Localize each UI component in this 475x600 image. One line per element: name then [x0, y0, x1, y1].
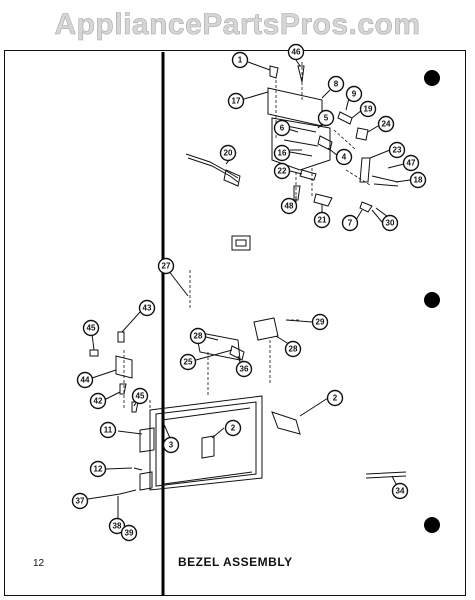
callout-48: 48	[280, 197, 298, 215]
svg-text:22: 22	[278, 167, 287, 176]
mounting-clip	[231, 235, 251, 251]
callout-19: 19	[359, 100, 377, 118]
callout-6: 6	[273, 119, 291, 137]
svg-text:45: 45	[87, 324, 96, 333]
svg-text:8: 8	[334, 80, 339, 89]
svg-text:20: 20	[224, 149, 233, 158]
svg-text:25: 25	[184, 358, 193, 367]
svg-text:43: 43	[143, 304, 152, 313]
callout-34: 34	[391, 482, 409, 500]
svg-text:24: 24	[382, 120, 391, 129]
watermark-logo: AppliancePartsPros.com	[54, 8, 421, 42]
svg-text:12: 12	[94, 465, 103, 474]
callout-1: 1	[231, 51, 249, 69]
svg-text:30: 30	[386, 219, 395, 228]
callout-39: 39	[120, 524, 138, 542]
svg-text:17: 17	[232, 97, 241, 106]
callout-46: 46	[287, 43, 305, 61]
bezel-hinge-assembly	[89, 270, 300, 440]
callout-37: 37	[71, 492, 89, 510]
binder-hole-bottom	[424, 517, 440, 533]
callout-27: 27	[157, 257, 175, 275]
svg-text:28: 28	[289, 345, 298, 354]
svg-text:2: 2	[333, 394, 338, 403]
callout-8: 8	[327, 75, 345, 93]
svg-text:27: 27	[162, 262, 171, 271]
svg-text:23: 23	[393, 146, 402, 155]
callout-16: 16	[273, 144, 291, 162]
svg-text:28: 28	[194, 332, 203, 341]
svg-text:45: 45	[136, 392, 145, 401]
page-number: 12	[33, 558, 45, 569]
callout-45-upper: 45	[82, 319, 100, 337]
svg-text:29: 29	[316, 318, 325, 327]
callout-42: 42	[89, 392, 107, 410]
callout-11: 11	[99, 421, 117, 439]
svg-text:18: 18	[414, 176, 423, 185]
callout-5: 5	[317, 109, 335, 127]
callout-25: 25	[179, 353, 197, 371]
callout-22: 22	[273, 162, 291, 180]
svg-text:6: 6	[280, 124, 285, 133]
callout-23: 23	[388, 141, 406, 159]
svg-text:38: 38	[113, 522, 122, 531]
svg-text:39: 39	[125, 529, 134, 538]
bezel-frame	[119, 395, 301, 495]
callout-7: 7	[341, 214, 359, 232]
binder-hole-top	[424, 70, 440, 86]
callout-21: 21	[313, 211, 331, 229]
callout-28-right: 28	[284, 340, 302, 358]
callout-36: 36	[235, 360, 253, 378]
callout-2-center: 2	[224, 419, 242, 437]
trim-strip-34	[365, 471, 407, 479]
callout-9: 9	[345, 85, 363, 103]
svg-text:37: 37	[76, 497, 85, 506]
callout-30: 30	[381, 214, 399, 232]
svg-text:16: 16	[278, 149, 287, 158]
svg-text:34: 34	[396, 487, 405, 496]
callout-43: 43	[138, 299, 156, 317]
svg-text:48: 48	[285, 202, 294, 211]
svg-text:7: 7	[348, 219, 353, 228]
callout-29: 29	[311, 313, 329, 331]
svg-text:21: 21	[318, 216, 327, 225]
callout-17: 17	[227, 92, 245, 110]
svg-text:42: 42	[94, 397, 103, 406]
callout-47: 47	[402, 154, 420, 172]
svg-text:44: 44	[81, 376, 90, 385]
wire-harness-20	[185, 153, 241, 187]
binder-hole-middle	[424, 292, 440, 308]
callout-3: 3	[162, 436, 180, 454]
svg-text:46: 46	[292, 48, 301, 57]
callout-12: 12	[89, 460, 107, 478]
svg-text:9: 9	[352, 90, 357, 99]
svg-text:1: 1	[238, 56, 243, 65]
svg-text:36: 36	[240, 365, 249, 374]
svg-text:47: 47	[407, 159, 416, 168]
callout-18: 18	[409, 171, 427, 189]
callout-38: 38	[108, 517, 126, 535]
svg-text:2: 2	[231, 424, 236, 433]
diagram-title: BEZEL ASSEMBLY	[178, 555, 293, 569]
callout-28-left: 28	[189, 327, 207, 345]
callout-4: 4	[335, 148, 353, 166]
callout-2-right: 2	[326, 389, 344, 407]
svg-text:5: 5	[324, 114, 329, 123]
callout-20: 20	[219, 144, 237, 162]
svg-text:3: 3	[169, 441, 174, 450]
callout-44: 44	[76, 371, 94, 389]
svg-text:11: 11	[104, 426, 113, 435]
callout-24: 24	[377, 115, 395, 133]
svg-text:4: 4	[342, 153, 347, 162]
callout-45-lower: 45	[131, 387, 149, 405]
svg-text:19: 19	[364, 105, 373, 114]
